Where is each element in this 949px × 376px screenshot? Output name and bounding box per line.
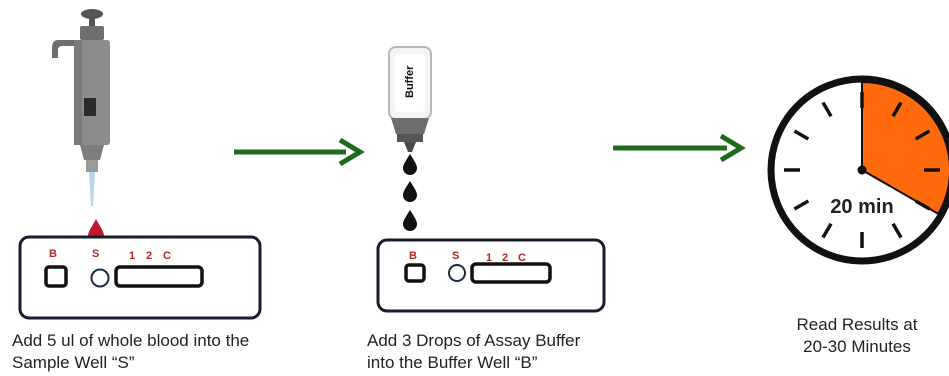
- step-1-caption-line1: Add 5 ul of whole blood into the: [12, 331, 250, 350]
- step-1-caption-line2: Sample Well “S”: [12, 353, 135, 372]
- drop-icon: [403, 210, 417, 231]
- step-2-caption-line1: Add 3 Drops of Assay Buffer: [367, 331, 581, 350]
- step-2-caption-line2: into the Buffer Well “B”: [367, 353, 538, 372]
- well-label-1: 1: [129, 250, 135, 262]
- arrow-right-icon: [234, 137, 365, 167]
- well-label-b: B: [49, 248, 57, 260]
- timer-tick: [914, 129, 931, 141]
- test-cassette-2: B S 1 2 C: [376, 238, 606, 313]
- well-label-c: C: [163, 250, 171, 262]
- drop-icon: [403, 181, 417, 202]
- well-label-2: 2: [502, 252, 508, 264]
- bottle-label: Buffer: [404, 65, 416, 98]
- well-label-s: S: [452, 250, 459, 262]
- step-3-caption: Read Results at 20-30 Minutes: [772, 314, 942, 358]
- timer-tick: [891, 222, 903, 239]
- pipette-icon: [52, 9, 110, 206]
- timer-elapsed-sector: [861, 80, 949, 216]
- timer-tick: [821, 101, 833, 118]
- step-2-caption: Add 3 Drops of Assay Buffer into the Buf…: [367, 330, 580, 374]
- drop-icon: [403, 154, 417, 175]
- well-label-c: C: [518, 252, 526, 264]
- well-label-b: B: [409, 250, 417, 262]
- arrow-right-icon: [613, 133, 746, 163]
- well-label-2: 2: [146, 250, 152, 262]
- timer-label: 20 min: [830, 196, 893, 218]
- timer-tick: [891, 101, 903, 118]
- step-1-caption: Add 5 ul of whole blood into the Sample …: [12, 330, 249, 374]
- buffer-bottle-icon: Buffer: [388, 46, 432, 152]
- timer-tick: [793, 129, 810, 141]
- well-label-s: S: [92, 248, 99, 260]
- test-cassette-1: B S 1 2 C: [18, 235, 262, 320]
- timer-tick: [914, 199, 931, 211]
- timer-tick: [793, 199, 810, 211]
- well-label-1: 1: [486, 252, 492, 264]
- step-3-caption-line2: 20-30 Minutes: [803, 337, 911, 356]
- stopwatch-icon: 20 min: [767, 75, 949, 265]
- step-3-caption-line1: Read Results at: [796, 315, 918, 334]
- timer-tick: [821, 222, 833, 239]
- timer-ticks: [784, 92, 940, 248]
